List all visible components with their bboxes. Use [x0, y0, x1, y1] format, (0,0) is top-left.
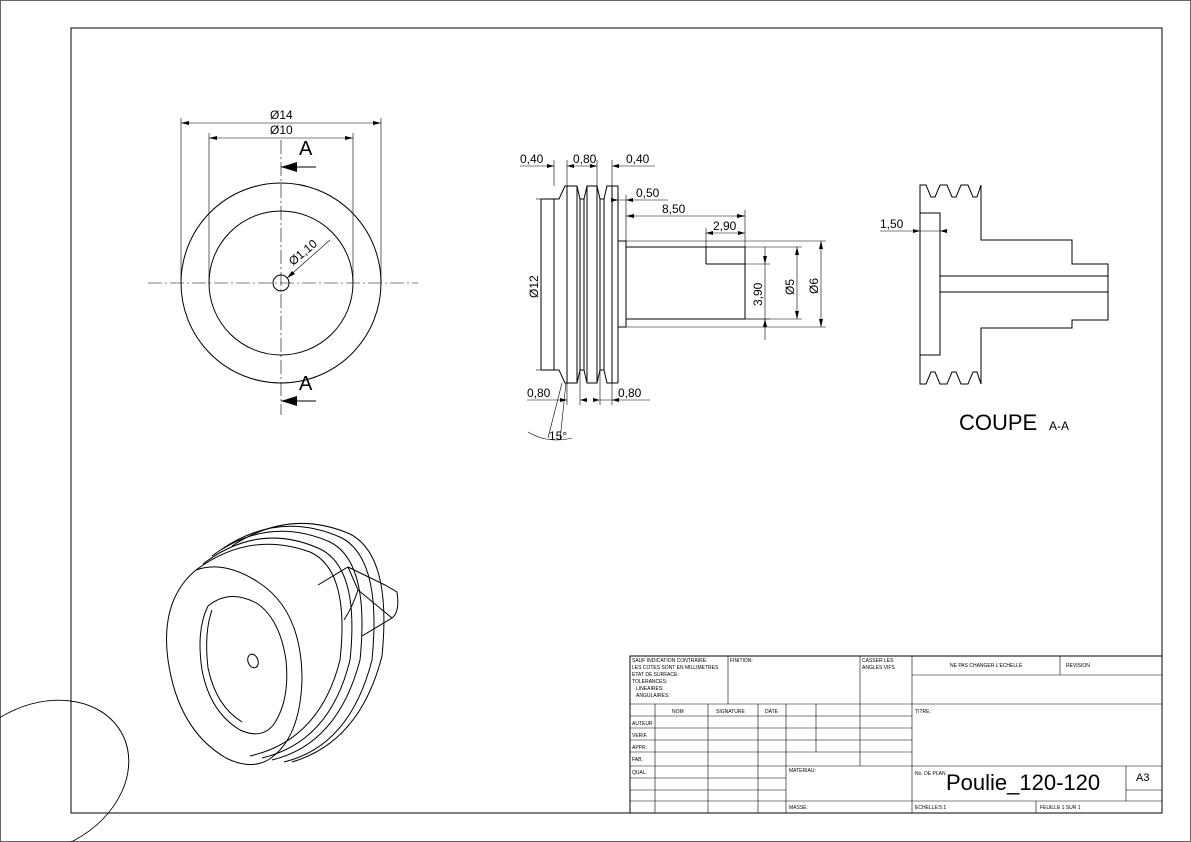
pulley-grooves	[567, 185, 613, 384]
dim-diameter-5: Ø5	[783, 279, 797, 295]
tb-note-2: LES COTES SONT EN MILLIMETRES	[632, 665, 719, 671]
section-bore	[919, 212, 941, 356]
tb-edges-2: ANGLES VIFS	[862, 665, 895, 671]
tb-row-qual: QUAL.	[632, 770, 647, 776]
section-view: 1,50 COUPE A-A	[880, 184, 1109, 435]
dim-flat-height: 3,90	[751, 282, 765, 306]
tb-col-date: DATE	[765, 709, 779, 715]
shoulder	[617, 240, 627, 328]
tb-mass-label: MASSE:	[789, 805, 808, 811]
side-view: 0,40 0,80 0,40 0,50 8,50 2,90 Ø12 3,90	[520, 152, 826, 443]
tb-note-3: ETAT DE SURFACE:	[632, 672, 679, 678]
tb-sheet-size: A3	[1136, 772, 1149, 784]
tb-revision: REVISION	[1066, 663, 1090, 669]
dim-shoulder: 0,50	[636, 186, 660, 200]
dim-shaft-length: 8,50	[662, 202, 686, 216]
dim-outer-diameter: Ø14	[270, 108, 293, 122]
tb-note-4: TOLERANCES:	[632, 679, 667, 685]
tb-note-6: ANGULAIRES:	[636, 693, 670, 699]
dim-groove-mid: 0,80	[573, 152, 597, 166]
front-view: Ø14 Ø10 Ø1,10 A A	[148, 108, 418, 415]
tb-finish: FINITION:	[730, 658, 753, 664]
dim-flange-right: 0,40	[626, 152, 650, 166]
iso-front-rim	[166, 566, 303, 765]
isometric-view	[0, 522, 399, 842]
tb-row-fab: FAB.	[632, 757, 643, 763]
dim-inner-diameter: Ø10	[270, 123, 293, 137]
dim-groove-right: 0,80	[618, 386, 642, 400]
tb-scale: ECHELLE:5:1	[915, 805, 946, 811]
shaft	[625, 246, 746, 320]
tb-drawing-name: Poulie_120-120	[946, 770, 1100, 795]
tb-drawing-no-label: No. DE PLAN	[915, 771, 946, 777]
dim-groove-left: 0,80	[527, 386, 551, 400]
section-marker-bottom: A	[299, 373, 313, 395]
iso-hole	[247, 653, 259, 669]
dim-diameter-12: Ø12	[527, 275, 541, 298]
tb-row-auteur: AUTEUR	[632, 721, 653, 727]
tb-col-signature: SIGNATURE	[716, 709, 745, 715]
section-title-suffix: A-A	[1049, 419, 1069, 433]
tb-edges-1: CASSER LES	[862, 658, 894, 664]
tb-sheet: FEUILLE 1 SUR 1	[1040, 805, 1081, 811]
section-upper	[919, 184, 1109, 277]
hole-circle	[272, 274, 290, 292]
dim-bore-depth: 1,50	[880, 217, 904, 231]
drawing-frame	[70, 27, 1163, 814]
tb-note-1: SAUF INDICATION CONTRAIRE:	[632, 658, 707, 664]
tb-title-label: TITRE:	[915, 709, 931, 715]
flange-left	[553, 185, 568, 384]
dim-angle: 15°	[549, 429, 567, 443]
section-lower	[919, 291, 1109, 385]
dim-flange-left: 0,40	[520, 152, 544, 166]
tb-col-nom: NOM	[672, 709, 684, 715]
iso-inner-face	[199, 596, 288, 735]
tb-scale-warning: NE PAS CHANGER L'ECHELLE	[950, 663, 1023, 669]
section-marker-top: A	[299, 138, 313, 160]
tb-material-label: MATERIAU:	[789, 768, 816, 774]
title-block: SAUF INDICATION CONTRAIRE: LES COTES SON…	[629, 655, 1163, 814]
dim-diameter-6: Ø6	[807, 278, 821, 294]
dim-flat-length: 2,90	[713, 219, 737, 233]
tb-note-5: LINEAIRES:	[636, 686, 664, 692]
tb-row-verif: VERIF.	[632, 733, 648, 739]
tb-row-appr: APPR.	[632, 745, 647, 751]
section-title: COUPE	[959, 410, 1037, 435]
